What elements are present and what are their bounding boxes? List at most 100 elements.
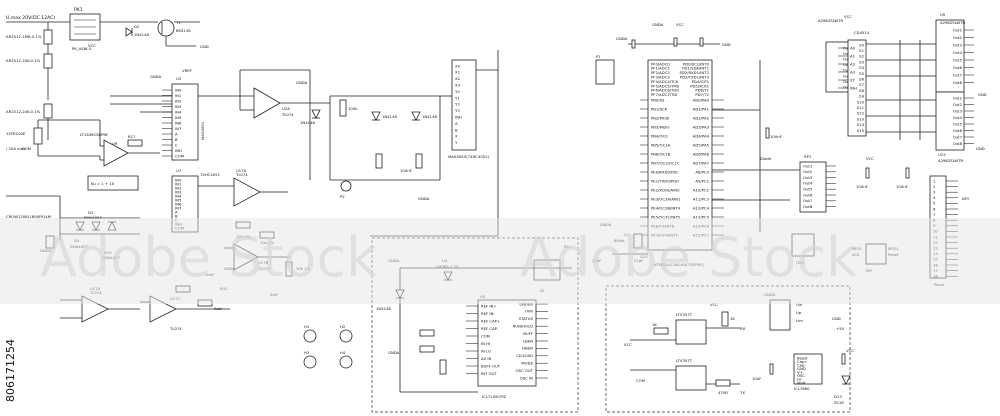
u2a-part: TL074 bbox=[281, 112, 294, 117]
pin-label: IN4 bbox=[175, 193, 182, 198]
vcc-label-u10: VCC bbox=[846, 348, 854, 353]
d1-ref: D1 bbox=[88, 210, 94, 215]
u9-gain: Ku = 1 + 10 bbox=[91, 181, 115, 186]
watermark-logo-2: Adobe Stock bbox=[520, 226, 858, 289]
pin-label: OSC OUT bbox=[516, 368, 534, 373]
pin-label: B bbox=[175, 137, 178, 142]
pin-label: PD4/ICP1 bbox=[692, 79, 710, 84]
pin-label: LBEN bbox=[523, 338, 533, 343]
u15-ref: U15 bbox=[938, 152, 946, 157]
pin-label: Out1 bbox=[953, 27, 963, 32]
pin-label: PB0/SS bbox=[651, 97, 665, 102]
pin-label: IN HI bbox=[481, 341, 490, 346]
u9b-part: A2982SLWTR bbox=[940, 20, 966, 25]
u16-part: A2982SLWTR bbox=[818, 18, 844, 23]
pin-label: S15 bbox=[857, 128, 865, 133]
pin-label: A3 bbox=[850, 69, 856, 74]
u3-part: MAX4051 bbox=[200, 121, 205, 140]
pin-label: S0 bbox=[859, 42, 864, 47]
d1-part: SMA4007 bbox=[84, 215, 103, 220]
pin-label: S14 bbox=[857, 122, 865, 127]
r30-val: 1K bbox=[652, 322, 657, 327]
dc-input-label: U,max 20V(DC 12AC) bbox=[6, 15, 55, 21]
pin-label: Out5 bbox=[953, 121, 963, 126]
uin-label: Uin bbox=[796, 302, 803, 307]
pin-label: CE/LOAD bbox=[516, 353, 533, 358]
pin-label: Out3 bbox=[953, 42, 963, 47]
vcc-label-u14: VCC bbox=[676, 22, 684, 27]
gnd-label-1: GND bbox=[200, 44, 209, 49]
pin-label: PD7/T2 bbox=[695, 92, 709, 97]
pin-label: PD0/SCL/INT0 bbox=[683, 61, 710, 66]
pin-label: PB3/MISO bbox=[651, 124, 669, 129]
pin-label: IN LO bbox=[481, 348, 491, 353]
pin-label: Out6 bbox=[803, 192, 813, 197]
pin-label: X0 bbox=[455, 63, 461, 68]
pin-label: Out3 bbox=[953, 108, 963, 113]
r13-part: 12FR100E bbox=[6, 131, 26, 136]
pin-label: B bbox=[455, 127, 458, 132]
u12-part: LTV357T bbox=[676, 358, 693, 363]
pin-label: A0 bbox=[850, 45, 856, 50]
pin-label: Out7 bbox=[803, 198, 813, 203]
gnda-label-u14b: GNDA bbox=[652, 22, 664, 27]
u5-part: ICL7109CPIZ bbox=[482, 394, 507, 399]
pin-label: AD4/PA4 bbox=[693, 133, 710, 138]
gnd-label-j: GND bbox=[832, 316, 841, 321]
c19-val: 100nF bbox=[770, 134, 782, 139]
watermark-logo-1: Adobe Stock bbox=[40, 226, 378, 289]
pin-label: Y0 bbox=[455, 89, 460, 94]
pin-label: PD3/TXD1/INT3 bbox=[680, 75, 710, 80]
pin-label: PB6/OC1B bbox=[651, 151, 671, 156]
pin-label: S12 bbox=[857, 111, 865, 116]
pin-label: S8 bbox=[859, 88, 864, 93]
gnda-label-u14a: GNDA bbox=[616, 36, 628, 41]
pin-label: A2 bbox=[850, 61, 856, 66]
pin-label: S5 bbox=[859, 71, 864, 76]
d13-ref: D13 bbox=[834, 394, 842, 399]
pin-label: PB2/MOSI bbox=[651, 115, 669, 120]
c24-val: 10uF bbox=[752, 376, 761, 381]
d9-part: 1N4148 bbox=[376, 306, 392, 311]
pin-label: S7 bbox=[859, 82, 864, 87]
pin-label: LV bbox=[797, 376, 802, 381]
pin-label: PF1/ADC1 bbox=[651, 66, 670, 71]
pin-label: Out1 bbox=[953, 95, 963, 100]
pin-label: X3 bbox=[455, 83, 461, 88]
pin-label: PE5/OC3C/INT5 bbox=[651, 214, 681, 219]
pin-label: AD2/PA2 bbox=[693, 115, 710, 120]
pin-label: PD1/SDA/INT1 bbox=[682, 66, 709, 71]
pin-label: 3 bbox=[933, 190, 936, 195]
pin-label: Boost bbox=[797, 355, 808, 360]
u17a2-ref: U17A bbox=[236, 168, 247, 173]
tx-label: TX bbox=[739, 390, 745, 395]
pin-label: PF0/ADC0 bbox=[651, 61, 670, 66]
u11-part: LTV357T bbox=[676, 312, 693, 317]
pin-label: Out5 bbox=[803, 187, 813, 192]
d6-part: 1N4148 bbox=[382, 114, 398, 119]
pin-label: Out8 bbox=[953, 80, 963, 85]
ss-v-label: +5V bbox=[836, 326, 845, 331]
u17c-part: TL074 bbox=[169, 326, 182, 331]
h1-ref: H1 bbox=[304, 324, 310, 329]
pin-label: V+ bbox=[797, 369, 803, 374]
pin-label: IN2 bbox=[175, 185, 182, 190]
rp1-ref: RP1 bbox=[804, 154, 812, 159]
pin-label: PE2/XCK0/AIN0 bbox=[651, 187, 680, 192]
pin-label: Out2 bbox=[953, 35, 963, 40]
r4-part: AR2512-20K-0.1% bbox=[6, 109, 41, 114]
up-label: Up bbox=[796, 310, 802, 315]
pin-label: IN3 bbox=[175, 104, 182, 109]
pin-label: INH bbox=[175, 148, 182, 153]
pin-label: GND bbox=[797, 366, 806, 371]
pin-label: A bbox=[175, 209, 178, 214]
pin-label: PB7/OC2/OC1C bbox=[651, 160, 680, 165]
vcc-label-u8: VCC bbox=[844, 14, 852, 19]
pin-label: 1 bbox=[933, 178, 936, 183]
comm-section: LTV357T LTV357T VCC COM 1K 470R TX RX 1K… bbox=[605, 285, 854, 413]
pin-label: 6 bbox=[933, 206, 936, 211]
u9-part: LT1638CS8PBF bbox=[80, 132, 108, 137]
pin-label: AZ IN bbox=[481, 356, 492, 361]
pin-label: INH bbox=[850, 85, 857, 90]
